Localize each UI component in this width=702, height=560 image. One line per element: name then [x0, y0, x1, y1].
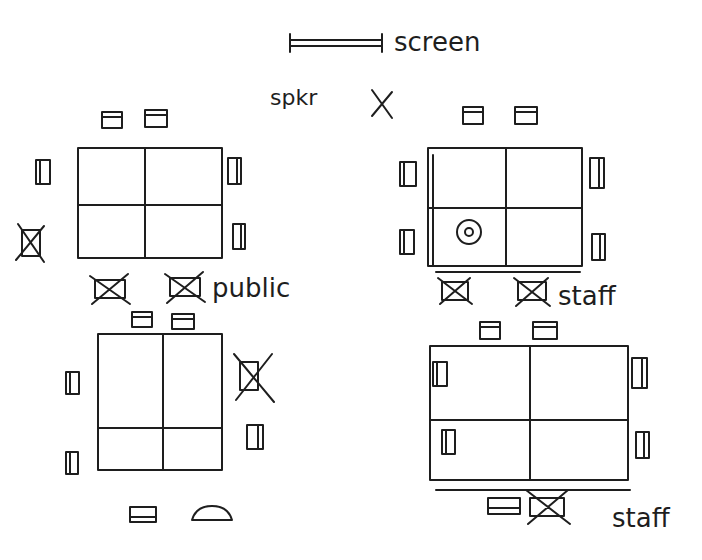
speaker-mark [372, 90, 392, 118]
chair [515, 107, 537, 124]
annotation-label: screen [394, 27, 480, 57]
seat-marker-dot [465, 228, 473, 236]
annotation-label: spkr [270, 85, 317, 110]
chair [442, 430, 455, 454]
crossed-chair [90, 274, 130, 304]
chair [233, 224, 245, 249]
chair [132, 312, 152, 327]
crossed-chair [234, 354, 274, 402]
label-box: public [212, 274, 290, 303]
table-divider [430, 346, 630, 490]
crossed-chair [16, 224, 44, 262]
label-box: screen [394, 28, 480, 57]
label-box: staff [612, 504, 670, 533]
table [98, 334, 222, 470]
annotation-label: staff [558, 281, 616, 311]
crossed-chair [165, 272, 205, 303]
chair [228, 158, 241, 184]
chair [590, 158, 604, 188]
chair [592, 234, 605, 260]
chair [36, 160, 50, 184]
table-divider [428, 148, 582, 272]
seat-marker [457, 220, 481, 244]
screen-symbol [290, 34, 382, 52]
label-box: staff [558, 282, 616, 311]
chair [632, 358, 647, 388]
table [78, 148, 222, 258]
annotation-label: public [212, 273, 290, 303]
crossed-chair [514, 278, 550, 306]
table-divider [78, 148, 222, 258]
chair [66, 452, 78, 474]
chair [480, 322, 500, 339]
chair [463, 107, 483, 124]
crossed-chair [526, 490, 570, 524]
chair [400, 162, 416, 186]
chair [145, 110, 167, 127]
chair [130, 507, 156, 522]
chair [433, 362, 447, 386]
chair [400, 230, 414, 254]
chair [102, 112, 122, 128]
chair [247, 425, 263, 449]
chair [172, 314, 194, 329]
annotation-label: staff [612, 503, 670, 533]
chair [192, 506, 232, 520]
chair [488, 498, 520, 514]
table-divider [98, 334, 222, 470]
crossed-chair [438, 278, 472, 304]
label-box: spkr [270, 86, 317, 110]
chair [533, 322, 557, 339]
chair [636, 432, 649, 458]
chair [66, 372, 79, 394]
